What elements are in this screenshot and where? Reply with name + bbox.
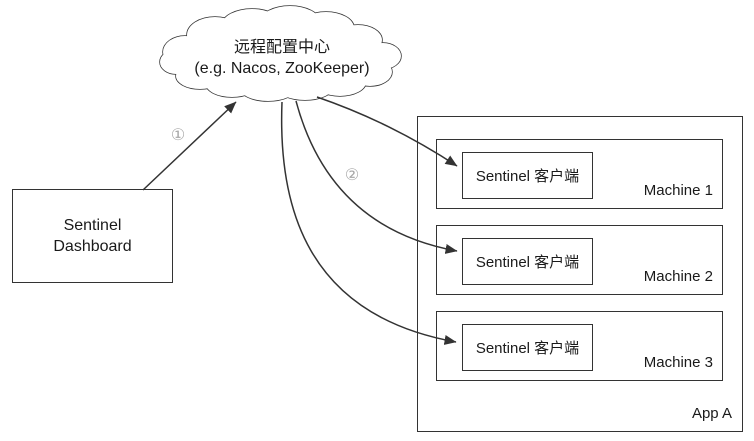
machine-3-box: Sentinel 客户端 Machine 3 — [436, 311, 723, 381]
cloud-subtitle: (e.g. Nacos, ZooKeeper) — [194, 60, 370, 77]
dashboard-label-line1: Sentinel — [63, 217, 122, 234]
app-a-label: App A — [691, 405, 732, 422]
arrow-dashboard-to-cloud — [142, 101, 237, 191]
machine-1-label: Machine 1 — [643, 182, 713, 199]
sentinel-client-box-2: Sentinel 客户端 — [462, 238, 593, 285]
arrow-cloud-to-client-3 — [280, 101, 457, 345]
arrow-cloud-to-client-2 — [295, 100, 458, 254]
machine-1-box: Sentinel 客户端 Machine 1 — [436, 139, 723, 209]
remote-config-cloud-label: 远程配置中心 (e.g. Nacos, ZooKeeper) — [168, 37, 396, 79]
sentinel-client-box-3: Sentinel 客户端 — [462, 324, 593, 371]
step-1-badge: ① — [170, 127, 186, 144]
machine-3-label: Machine 3 — [643, 354, 713, 371]
cloud-title: 远程配置中心 — [233, 39, 330, 56]
sentinel-client-label-1: Sentinel 客户端 — [475, 168, 580, 185]
app-a-box: App A — [417, 116, 743, 432]
machine-2-box: Sentinel 客户端 Machine 2 — [436, 225, 723, 295]
dashboard-label-line2: Dashboard — [53, 238, 132, 255]
step-2-badge: ② — [344, 167, 360, 184]
arrow-cloud-to-client-1 — [316, 96, 458, 167]
sentinel-client-label-3: Sentinel 客户端 — [475, 340, 580, 357]
sentinel-dashboard-box: Sentinel Dashboard — [12, 189, 173, 283]
sentinel-client-box-1: Sentinel 客户端 — [462, 152, 593, 199]
machine-2-label: Machine 2 — [643, 268, 713, 285]
sentinel-client-label-2: Sentinel 客户端 — [475, 254, 580, 271]
